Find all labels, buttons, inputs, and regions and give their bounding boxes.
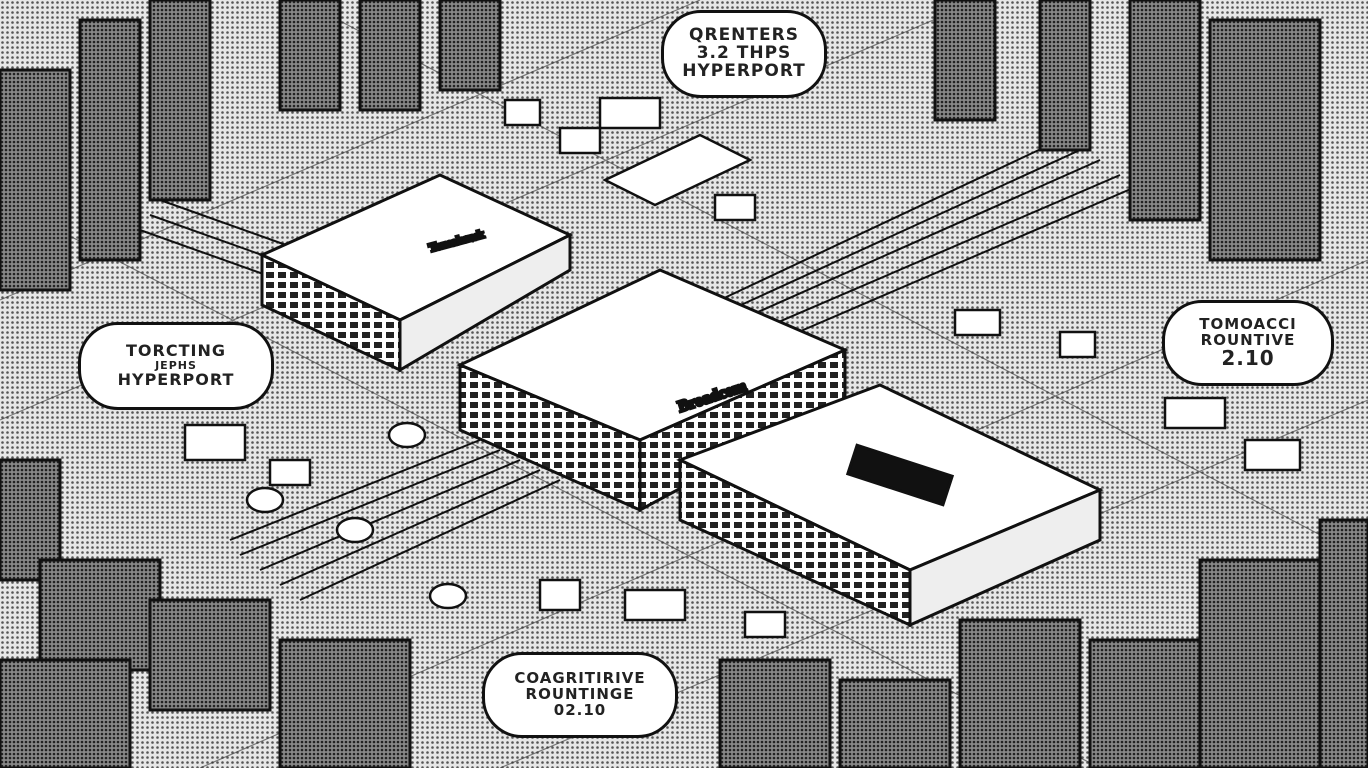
bubble-line: 2.10	[1221, 346, 1275, 371]
small-devices	[183, 96, 1302, 639]
speech-bubble-bottom: COAGRITIRIVE ROUNTINGE 02.10	[482, 652, 678, 738]
cables	[139, 139, 1141, 601]
server-blocks-bottom	[0, 458, 1368, 768]
speech-bubble-right: TOMOACCI ROUNTIVE 2.10	[1162, 300, 1334, 386]
server-racks-top-right	[933, 0, 1322, 262]
bubble-line: 3.2 THPS	[696, 43, 792, 64]
bubble-line: ROUNTIVE	[1200, 330, 1296, 349]
bubble-line: ROUNTINGE	[525, 685, 635, 704]
speech-bubble-left: TORCTING JEPHS HYPERPORT	[78, 322, 274, 410]
bubble-line: JEPHS	[155, 359, 197, 373]
server-racks-top-left	[0, 0, 502, 292]
speech-bubble-top: QRENTERS 3.2 THPS HYPERPORT	[661, 10, 827, 98]
switch-left: Tomahawk	[258, 173, 574, 373]
switch-right	[676, 383, 1104, 628]
bubble-line: 02.10	[553, 700, 607, 719]
bubble-line: COAGRITIRIVE	[514, 669, 646, 688]
bubble-line: TORCTING	[126, 341, 226, 361]
bubble-line: HYPERPORT	[682, 60, 806, 81]
bubble-line: QRENTERS	[689, 25, 799, 46]
bubble-line: TOMOACCI	[1199, 314, 1297, 333]
bubble-line: HYPERPORT	[117, 369, 235, 389]
